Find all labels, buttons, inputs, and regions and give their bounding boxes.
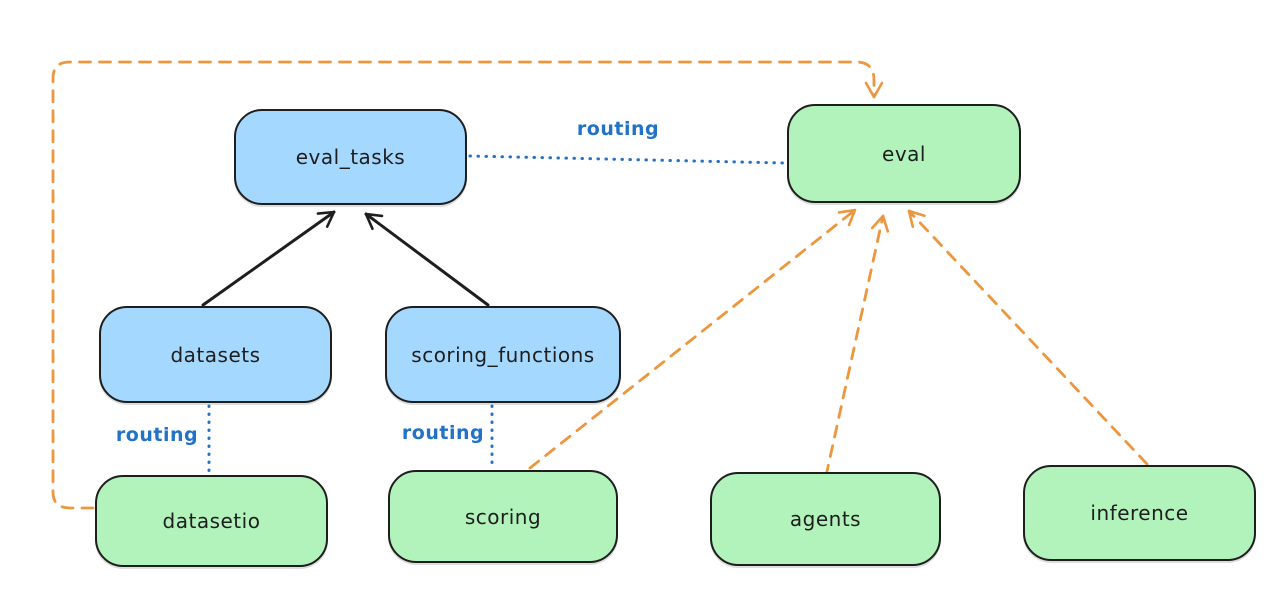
node-inference: inference: [1023, 465, 1256, 561]
node-eval: eval: [787, 104, 1021, 203]
node-datasetio-label: datasetio: [162, 509, 261, 533]
edge-label-routing-datasets-datasetio: routing: [115, 424, 199, 446]
node-scoring-functions: scoring_functions: [385, 306, 621, 403]
node-datasetio: datasetio: [95, 475, 328, 567]
edge-datasetio-to-eval: [51, 60, 884, 510]
node-agents-label: agents: [789, 507, 862, 531]
node-agents: agents: [710, 472, 941, 566]
node-eval-label: eval: [882, 141, 926, 166]
node-scoring-label: scoring: [464, 504, 542, 529]
edge-scoring-functions-to-eval-tasks: [364, 212, 490, 307]
edge-label-routing-scoring-functions-scoring: routing: [401, 422, 485, 444]
node-scoring-functions-label: scoring_functions: [411, 342, 595, 367]
node-eval-tasks: eval_tasks: [234, 109, 467, 205]
node-inference-label: inference: [1090, 501, 1189, 525]
edge-eval-tasks-to-eval-routing: [468, 154, 787, 165]
edge-datasets-to-eval-tasks: [201, 210, 336, 307]
edge-label-routing-eval-tasks-eval: routing: [576, 118, 660, 140]
node-datasets-label: datasets: [170, 342, 261, 367]
node-datasets: datasets: [99, 306, 332, 403]
node-scoring: scoring: [388, 470, 618, 563]
edge-inference-to-eval: [907, 209, 1149, 466]
edge-scoring-to-eval: [528, 208, 857, 470]
edge-agents-to-eval: [824, 214, 890, 478]
node-eval-tasks-label: eval_tasks: [295, 145, 406, 169]
